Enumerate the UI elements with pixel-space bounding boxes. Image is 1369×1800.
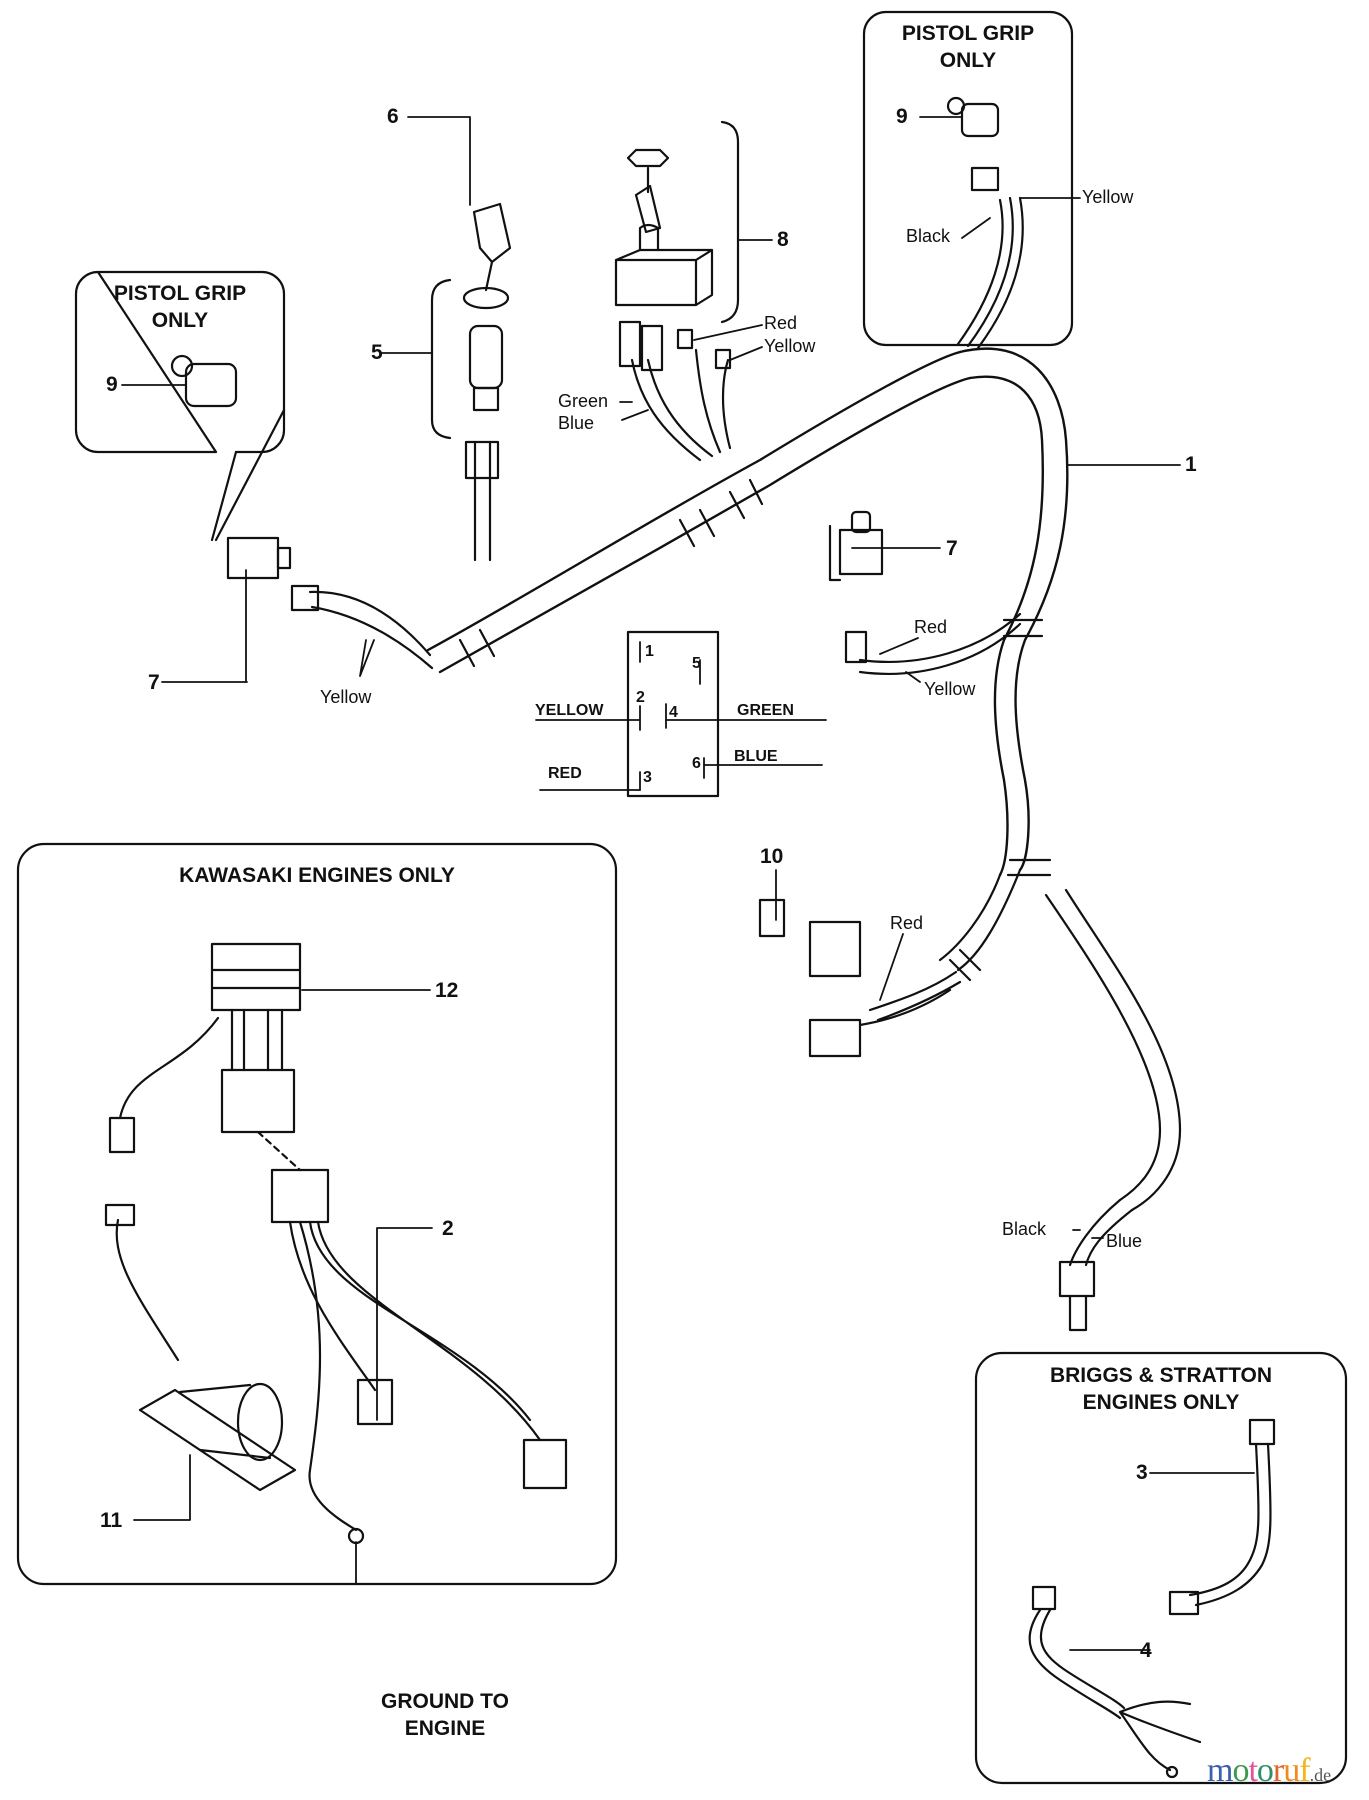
callout-7-left: 7 — [148, 671, 160, 694]
watermark-letter: m — [1207, 1752, 1233, 1789]
box-pistol-grip-right — [862, 10, 1074, 347]
watermark-suffix: .de — [1309, 1765, 1332, 1785]
callout-2: 2 — [442, 1217, 454, 1240]
regulator-12 — [108, 942, 302, 1154]
ignition-connector — [464, 440, 500, 480]
callout-11: 11 — [100, 1509, 123, 1532]
wire-label-pistol-black: Black — [906, 226, 951, 246]
callout-7-right: 7 — [946, 537, 958, 560]
harness-4 — [1028, 1585, 1202, 1779]
branch-switch-7-right — [858, 612, 1022, 675]
wire-label-conn10-red: Red — [890, 913, 924, 933]
callout-10: 10 — [760, 845, 784, 868]
watermark-logo: motoruf.de — [1207, 1754, 1331, 1788]
briggs-line1: BRIGGS & STRATTON — [1049, 1364, 1273, 1387]
toggle-connector-blue — [640, 324, 664, 372]
pistol-grip-right-header: PISTOL GRIP ONLY — [878, 20, 1058, 75]
pistol-right-wires — [956, 196, 1024, 350]
connector-10-housing — [808, 920, 862, 978]
wire-label-left-yellow: Yellow — [320, 687, 372, 707]
connector-7-left-plug — [290, 584, 320, 612]
pistol-right-plug — [970, 166, 1000, 192]
wire-label-switch7-red: Red — [914, 617, 948, 637]
watermark-letter: o — [1232, 1752, 1249, 1789]
switch-schematic-box — [626, 630, 720, 798]
wire-label-end-blue: Blue — [1106, 1231, 1143, 1251]
pistol-grip-left-header: PISTOL GRIP ONLY — [90, 280, 270, 335]
pistol-grip-right-line1: PISTOL GRIP — [901, 22, 1035, 45]
box-kawasaki — [16, 842, 618, 1586]
schematic-pin-3: 3 — [643, 769, 652, 786]
main-harness — [426, 347, 1182, 1332]
callout-8: 8 — [777, 228, 789, 251]
switch-7-right-plug — [844, 630, 868, 664]
callout-6: 6 — [387, 105, 399, 128]
switch-7-left — [226, 536, 292, 580]
schematic-pin-1: 1 — [645, 643, 654, 660]
schematic-pin-2: 2 — [636, 689, 645, 706]
toggle-connector-red — [676, 328, 694, 350]
pistol-grip-left-line1: PISTOL GRIP — [113, 282, 247, 305]
bracket-5 — [430, 278, 452, 440]
ground-line1: GROUND TO — [381, 1690, 509, 1713]
ground-line2: ENGINE — [404, 1717, 486, 1741]
wire-label-toggle-blue: Blue — [558, 413, 595, 433]
branch-10 — [858, 970, 962, 1027]
ignition-switch-5 — [462, 286, 510, 412]
callout-3: 3 — [1136, 1461, 1148, 1484]
branch-ignition — [473, 440, 492, 562]
callout-9-right: 9 — [896, 105, 908, 128]
schematic-pin-5: 5 — [692, 655, 701, 672]
dashed-link — [256, 1130, 302, 1172]
wire-label-toggle-green: Green — [558, 391, 609, 411]
switch-7-right — [828, 510, 884, 582]
schematic-label-yellow: YELLOW — [535, 702, 604, 719]
ground-to-engine-label: GROUND TO ENGINE — [370, 1688, 520, 1743]
schematic-lines — [535, 641, 827, 791]
wire-label-toggle-red: Red — [764, 313, 798, 333]
callout-1: 1 — [1185, 453, 1197, 476]
briggs-header: BRIGGS & STRATTON ENGINES ONLY — [976, 1362, 1346, 1417]
key-6 — [472, 202, 512, 292]
pistol-switch-9-right — [946, 96, 1000, 138]
bracket-8 — [720, 120, 740, 324]
wire-label-end-black: Black — [1002, 1219, 1047, 1239]
connector-10-plug — [808, 1018, 862, 1058]
wire-label-pistol-yellow: Yellow — [1082, 187, 1134, 207]
watermark-letter: o — [1256, 1752, 1274, 1789]
pistol-grip-left-line2: ONLY — [151, 309, 209, 333]
toggle-connector-green — [618, 320, 642, 368]
harness-3 — [1168, 1418, 1276, 1616]
schematic-pin-4: 4 — [669, 704, 678, 721]
branch-toggle-wires — [630, 348, 732, 462]
toggle-switch-8 — [614, 148, 714, 307]
wire-label-switch7-yellow: Yellow — [924, 679, 976, 699]
callout-5: 5 — [371, 341, 383, 364]
capacitor-11 — [104, 1203, 297, 1492]
pistol-grip-right-line2: ONLY — [939, 49, 997, 73]
callout-9-left: 9 — [106, 373, 118, 396]
leader-lines — [121, 116, 1255, 1651]
branch-left-yellow — [308, 590, 434, 670]
schematic-label-green: GREEN — [737, 702, 794, 719]
box-briggs-stratton — [974, 1351, 1348, 1785]
toggle-connector-yellow — [714, 348, 732, 370]
watermark-letter: u — [1283, 1752, 1300, 1789]
wire-label-toggle-yellow: Yellow — [764, 336, 816, 356]
box-pistol-grip-left-pointer — [210, 408, 286, 542]
schematic-pin-6: 6 — [692, 755, 701, 772]
kawasaki-header: KAWASAKI ENGINES ONLY — [179, 864, 455, 887]
watermark-letter: t — [1248, 1752, 1258, 1789]
watermark-letter: f — [1299, 1752, 1310, 1789]
callout-4: 4 — [1140, 1639, 1152, 1662]
fuse-10 — [758, 898, 786, 938]
briggs-line2: ENGINES ONLY — [1082, 1391, 1240, 1415]
box-pistol-grip-left — [74, 270, 286, 454]
wiring-2 — [270, 1168, 568, 1545]
schematic-label-blue: BLUE — [734, 748, 778, 765]
watermark-letter: r — [1272, 1752, 1284, 1789]
callout-12: 12 — [435, 979, 459, 1002]
schematic-label-red: RED — [548, 765, 582, 782]
